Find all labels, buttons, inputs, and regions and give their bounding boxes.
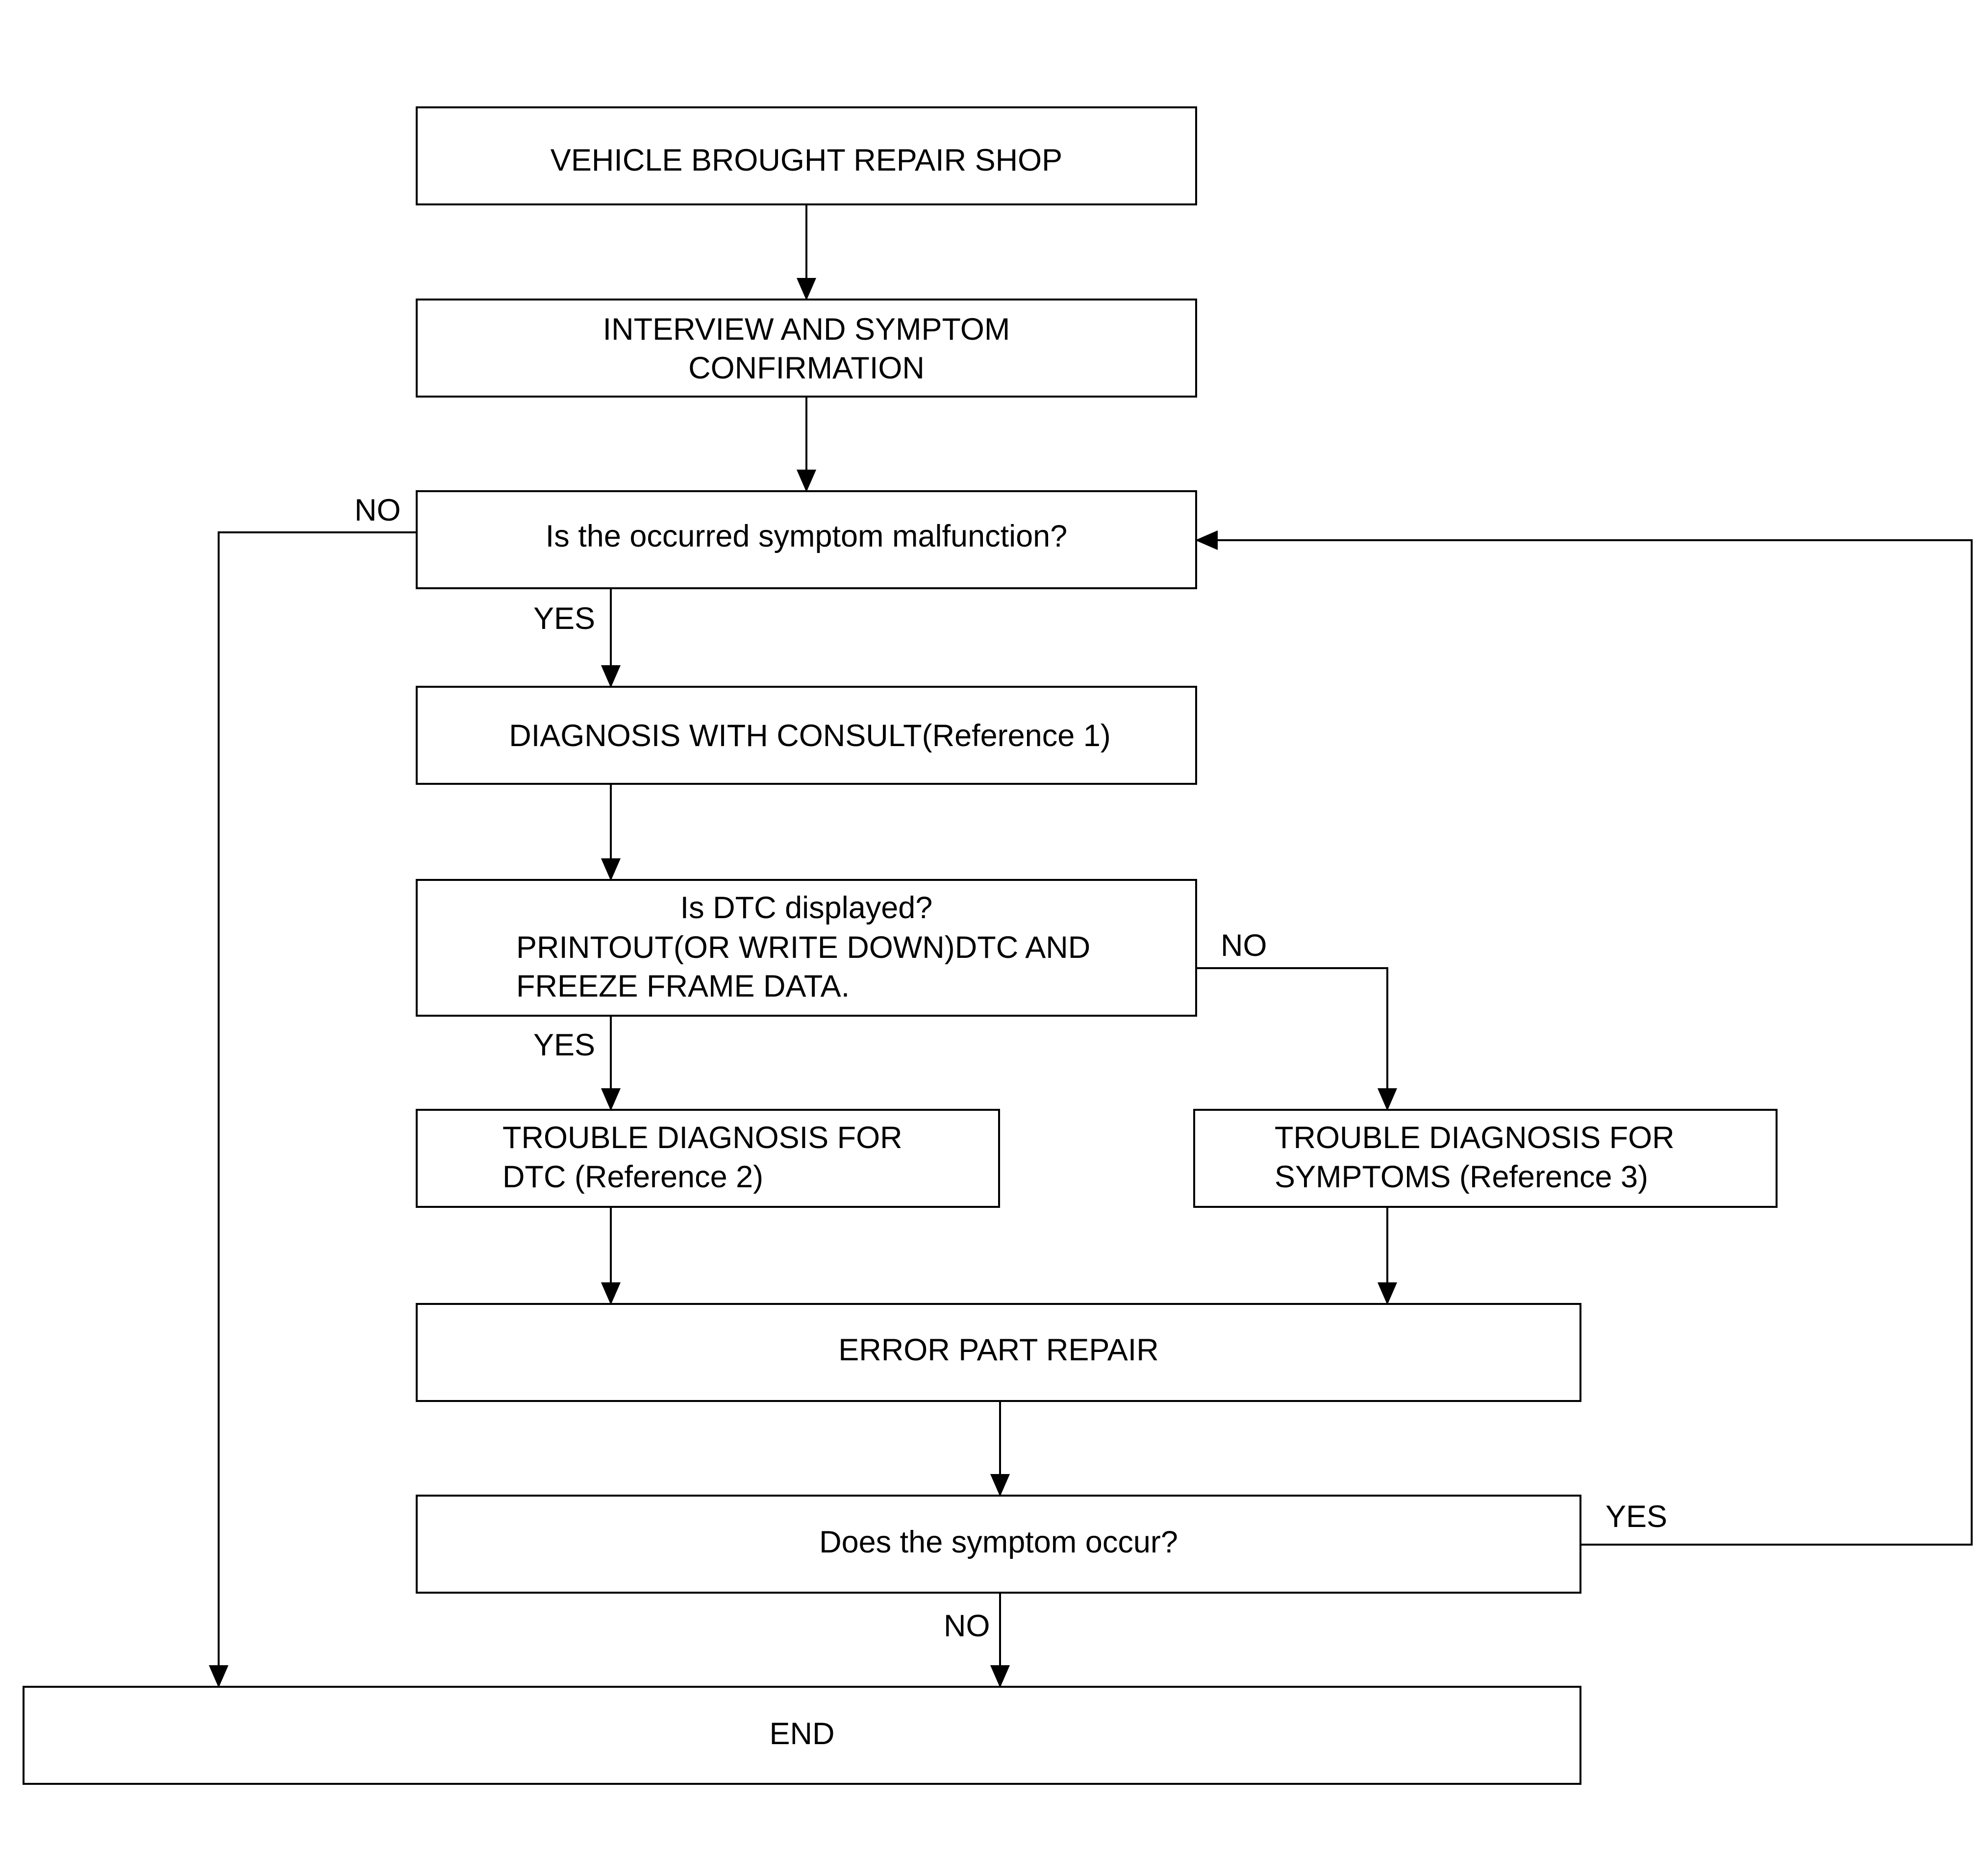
repair-box [416,1303,1581,1402]
dtc-no-label: NO [1221,928,1267,963]
end-label: END [769,1717,834,1751]
arrow-occur-yes-loop [1195,530,1973,1546]
dtc-instruction-line1: PRINTOUT(OR WRITE DOWN)DTC AND [516,930,1090,965]
dtc-instruction-line2: FREEZE FRAME DATA. [516,969,850,1003]
vehicle-label: VEHICLE BROUGHT REPAIR SHOP [551,143,1062,177]
symptom-diagnosis-label-line1: TROUBLE DIAGNOSIS FOR [1275,1121,1675,1155]
interview-label-line2: CONFIRMATION [688,351,925,385]
interview-box [416,299,1197,398]
arrow-dtc-no [1196,967,1397,1111]
malfunction-no-label: NO [354,493,401,527]
dtc-diagnosis-label-line2: DTC (Reference 2) [502,1160,763,1194]
malfunction-yes-label: YES [533,601,595,636]
symptom-diagnosis-label-line2: SYMPTOMS (Reference 3) [1275,1160,1648,1194]
occur-yes-label: YES [1605,1500,1667,1534]
end-box [23,1686,1581,1785]
occur-decision-box [416,1495,1581,1594]
dtc-diagnosis-label-line1: TROUBLE DIAGNOSIS FOR [502,1121,902,1155]
vehicle-box [416,106,1197,205]
dtc-decision-box [416,879,1197,1017]
occur-question: Does the symptom occur? [819,1525,1178,1559]
interview-label-line1: INTERVIEW AND SYMPTOM [603,312,1010,347]
consult-label: DIAGNOSIS WITH CONSULT(Reference 1) [509,719,1111,753]
dtc-diagnosis-box [416,1109,1000,1208]
malfunction-question: Is the occurred symptom malfunction? [546,519,1067,553]
consult-box [416,686,1197,785]
occur-no-label: NO [944,1609,990,1643]
repair-label: ERROR PART REPAIR [838,1333,1158,1367]
dtc-yes-label: YES [533,1028,595,1062]
arrow-malfunction-no [209,531,417,1688]
dtc-question: Is DTC displayed? [680,891,933,925]
symptom-diagnosis-box [1193,1109,1778,1208]
